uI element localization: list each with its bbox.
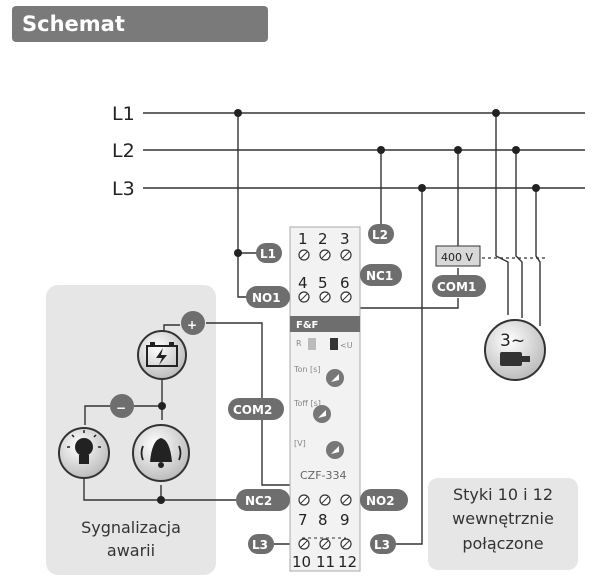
pill-plus: + <box>181 311 205 335</box>
terminal-8: 8 <box>318 511 328 529</box>
device-brand: F&F <box>296 320 318 331</box>
pill-no1: NO1 <box>246 286 290 308</box>
terminal-7: 7 <box>298 511 308 529</box>
device-v-label: [V] <box>294 439 306 448</box>
device-toff-label: Toff [s] <box>293 399 321 408</box>
screw-slots <box>300 251 350 548</box>
terminal-10: 10 <box>292 553 311 571</box>
pill-nc2: NC2 <box>236 489 290 511</box>
svg-text:NC1: NC1 <box>366 269 393 283</box>
terminal-2: 2 <box>318 230 328 248</box>
terminal-11: 11 <box>316 553 335 571</box>
bulb-icon <box>58 427 110 479</box>
wires <box>83 113 541 545</box>
svg-text:+: + <box>187 318 197 332</box>
pill-nc1: NC1 <box>360 264 402 286</box>
pill-l3-right: L3 <box>370 534 396 554</box>
note-panel <box>428 478 578 570</box>
terminal-6: 6 <box>340 274 350 292</box>
svg-text:NO2: NO2 <box>366 494 395 508</box>
device-u-label: <U <box>340 341 353 350</box>
svg-text:−: − <box>116 401 126 415</box>
led-r <box>308 338 316 350</box>
svg-text:COM2: COM2 <box>233 403 272 417</box>
device-r-label: R <box>296 339 302 348</box>
terminal-12: 12 <box>338 553 357 571</box>
svg-text:L3: L3 <box>252 538 268 552</box>
pill-com1: COM1 <box>432 275 486 297</box>
note-line-1: Styki 10 i 12 <box>453 485 553 504</box>
motor-icon: 3~ <box>484 319 546 381</box>
note-line-3: połączone <box>462 534 543 553</box>
bus-l1-label: L1 <box>112 103 135 125</box>
led-u <box>330 338 338 350</box>
pill-com2: COM2 <box>228 398 284 420</box>
page-title: Schemat podłączenia <box>12 6 268 72</box>
terminal-9: 9 <box>340 511 350 529</box>
alarm-group-label-2: awarii <box>107 541 155 560</box>
pill-l3-left: L3 <box>248 534 274 554</box>
motor-label: 3~ <box>500 331 525 351</box>
bell-icon <box>132 424 190 482</box>
svg-text:COM1: COM1 <box>437 280 476 294</box>
device-model: CZF-334 <box>300 469 347 482</box>
svg-text:NO1: NO1 <box>252 291 281 305</box>
alarm-group-label-1: Sygnalizacja <box>81 518 181 537</box>
bus-l2-label: L2 <box>112 140 135 162</box>
pill-no2: NO2 <box>360 489 408 511</box>
pill-minus: − <box>110 394 134 418</box>
junction-dots <box>157 109 540 504</box>
pill-l1: L1 <box>256 243 282 263</box>
pill-l2: L2 <box>368 224 394 244</box>
svg-text:NC2: NC2 <box>245 494 272 508</box>
svg-text:L2: L2 <box>372 228 388 242</box>
device-ton-label: Ton [s] <box>293 365 320 374</box>
bus-l3-label: L3 <box>112 178 135 200</box>
svg-text:L3: L3 <box>374 538 390 552</box>
terminal-3: 3 <box>340 230 350 248</box>
terminal-1: 1 <box>298 230 308 248</box>
transformer-box: 400 V <box>435 245 481 267</box>
relay-device: F&F R <U Ton [s] Toff [s] [V] CZF-334 <box>289 226 361 572</box>
svg-text:400 V: 400 V <box>441 251 473 264</box>
battery-icon <box>137 330 187 380</box>
terminal-4: 4 <box>298 274 308 292</box>
note-line-2: wewnętrznie <box>452 509 554 528</box>
terminal-5: 5 <box>318 274 328 292</box>
svg-text:L1: L1 <box>260 247 276 261</box>
